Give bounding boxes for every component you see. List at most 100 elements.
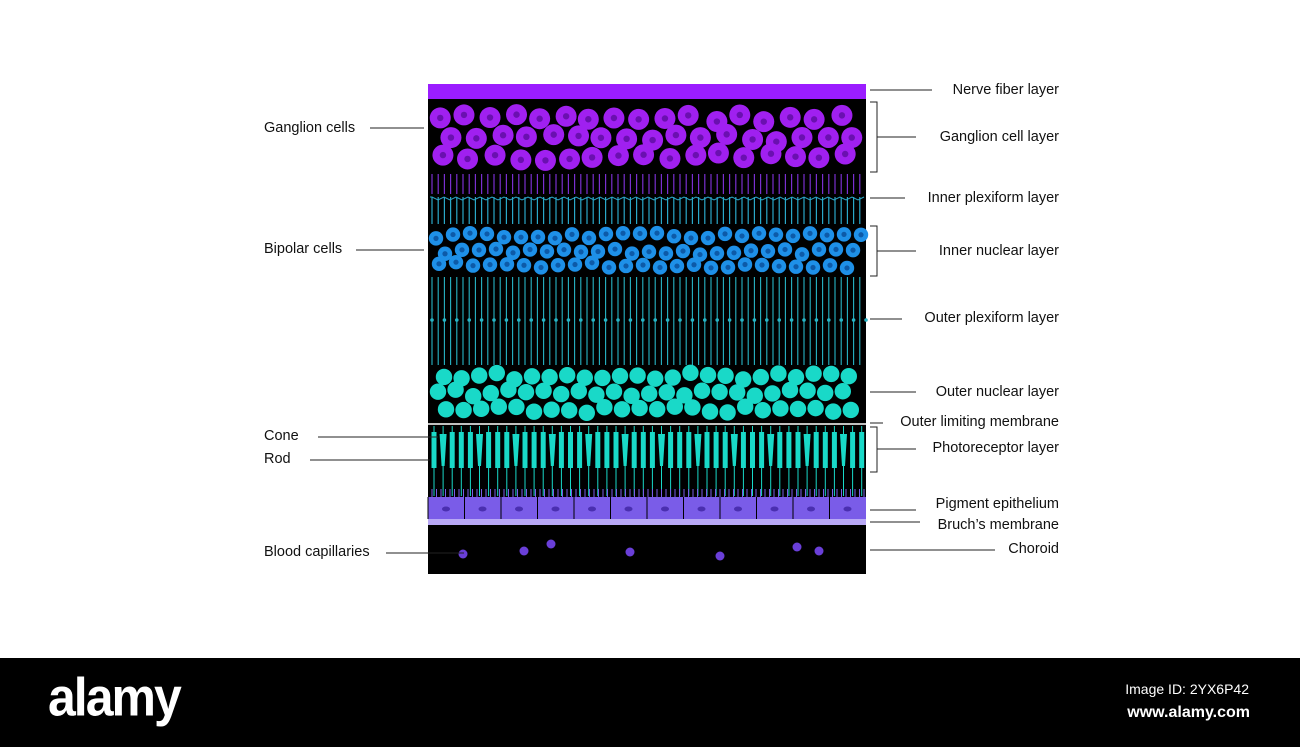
opl-synapse — [851, 318, 856, 322]
opl-synapse — [517, 318, 521, 322]
bipolar-nucleus — [538, 264, 544, 271]
photoreceptor-nucleus — [817, 384, 834, 402]
bipolar-nucleus — [586, 235, 592, 241]
ganglion-nucleus — [825, 134, 832, 141]
rod — [649, 432, 655, 468]
photoreceptor-nucleus — [490, 398, 507, 415]
pigment-nucleus — [697, 506, 706, 512]
opl-synapse — [814, 318, 819, 322]
blood-capillary — [814, 546, 824, 556]
bipolar-nucleus — [510, 250, 516, 256]
bipolar-nucleus — [759, 262, 765, 268]
opl-synapse — [703, 318, 707, 322]
right-leaders — [870, 89, 995, 551]
ganglion-nucleus — [685, 112, 692, 119]
photoreceptor-nucleus — [576, 369, 593, 386]
photoreceptor-nucleus — [447, 381, 464, 398]
ganglion-nucleus — [499, 132, 507, 139]
pigment-nucleus — [588, 506, 596, 512]
bipolar-nucleus — [714, 250, 720, 256]
opl-synapse — [504, 318, 509, 322]
ganglion-nucleus — [550, 131, 557, 138]
ganglion-nucleus — [697, 134, 704, 141]
ganglion-nucleus — [649, 136, 656, 144]
opl-synapse — [430, 318, 434, 322]
bipolar-nucleus — [793, 264, 799, 270]
bipolar-nucleus — [484, 231, 490, 237]
opl-synapse — [690, 318, 695, 322]
label-outer-nuclear-layer: Outer nuclear layer — [935, 384, 1059, 400]
ganglion-nucleus — [736, 111, 743, 119]
pigment-nucleus — [551, 506, 560, 512]
photoreceptor-nucleus — [682, 364, 699, 382]
photoreceptor-nucleus — [701, 403, 719, 420]
opl-synapse — [467, 318, 472, 322]
ganglion-nucleus — [610, 114, 618, 122]
cone — [621, 434, 629, 466]
photoreceptor-group — [431, 426, 865, 496]
photoreceptor-nucleus — [623, 387, 640, 405]
bipolar-nucleus — [487, 262, 493, 268]
photoreceptor-nucleus — [523, 368, 541, 385]
bipolar-nucleus — [578, 249, 584, 255]
ganglion-nucleus — [486, 114, 494, 121]
rod — [449, 432, 455, 468]
cone — [585, 434, 593, 466]
label-choroid: Choroid — [1008, 541, 1059, 557]
ganglion-cells-group — [429, 104, 863, 171]
label-outer-limiting-membrane: Outer limiting membrane — [900, 414, 1059, 430]
photoreceptor-nucleus — [666, 398, 683, 415]
photoreceptor-nucleus — [594, 369, 611, 387]
ganglion-nucleus — [723, 131, 730, 138]
label-photoreceptor-layer: Photoreceptor layer — [932, 440, 1059, 456]
bipolar-nucleus — [501, 234, 507, 240]
ganglion-nucleus — [562, 113, 570, 120]
opl-synapse — [802, 318, 806, 322]
opl-synapse — [529, 318, 533, 322]
ganglion-nucleus — [437, 114, 444, 122]
opl-synapse — [455, 318, 459, 322]
photoreceptor-nucleus — [561, 402, 578, 419]
rod — [467, 432, 473, 468]
opl-synapse — [740, 318, 744, 322]
bipolar-nucleus — [518, 234, 524, 240]
photoreceptor-nucleus — [729, 384, 746, 401]
ganglion-nucleus — [597, 134, 605, 141]
bipolar-nucleus — [453, 259, 459, 265]
rod — [813, 432, 819, 468]
photoreceptor-nucleus — [789, 400, 807, 418]
bipolar-nucleus — [640, 262, 646, 268]
bipolar-nucleus — [688, 235, 694, 241]
photoreceptor-nucleus — [770, 365, 787, 382]
ganglion-nucleus — [523, 133, 530, 141]
ganglion-nucleus — [635, 116, 642, 123]
blood-capillary — [625, 547, 635, 557]
bipolar-nucleus — [527, 246, 533, 253]
bipolar-nucleus — [748, 248, 754, 254]
blood-capillary — [519, 546, 529, 556]
rod — [686, 432, 692, 468]
cone — [658, 434, 665, 466]
label-outer-plexiform-layer: Outer plexiform layer — [924, 310, 1059, 326]
photoreceptor-nucleus — [517, 384, 535, 401]
photoreceptor-nucleus — [823, 365, 840, 383]
photoreceptor-nucleus — [570, 382, 587, 400]
ganglion-nucleus — [566, 155, 573, 163]
ganglion-nucleus — [575, 132, 582, 140]
ganglion-nucleus — [513, 111, 520, 118]
ganglion-nucleus — [767, 150, 775, 157]
bipolar-nucleus — [572, 261, 578, 268]
pigment-nucleus — [624, 506, 633, 512]
bipolar-nucleus — [436, 261, 442, 267]
opl-synapse — [616, 318, 620, 322]
outer-nuclear-group — [429, 364, 859, 422]
photoreceptor-nucleus — [435, 368, 453, 386]
blood-capillary — [546, 539, 556, 549]
rod — [540, 432, 546, 468]
bipolar-nucleus — [470, 263, 476, 269]
photoreceptor-nucleus — [559, 367, 576, 384]
opl-synapse — [839, 318, 843, 322]
ganglion-nucleus — [460, 111, 468, 119]
rod — [558, 432, 564, 468]
ganglion-nucleus — [585, 116, 592, 123]
